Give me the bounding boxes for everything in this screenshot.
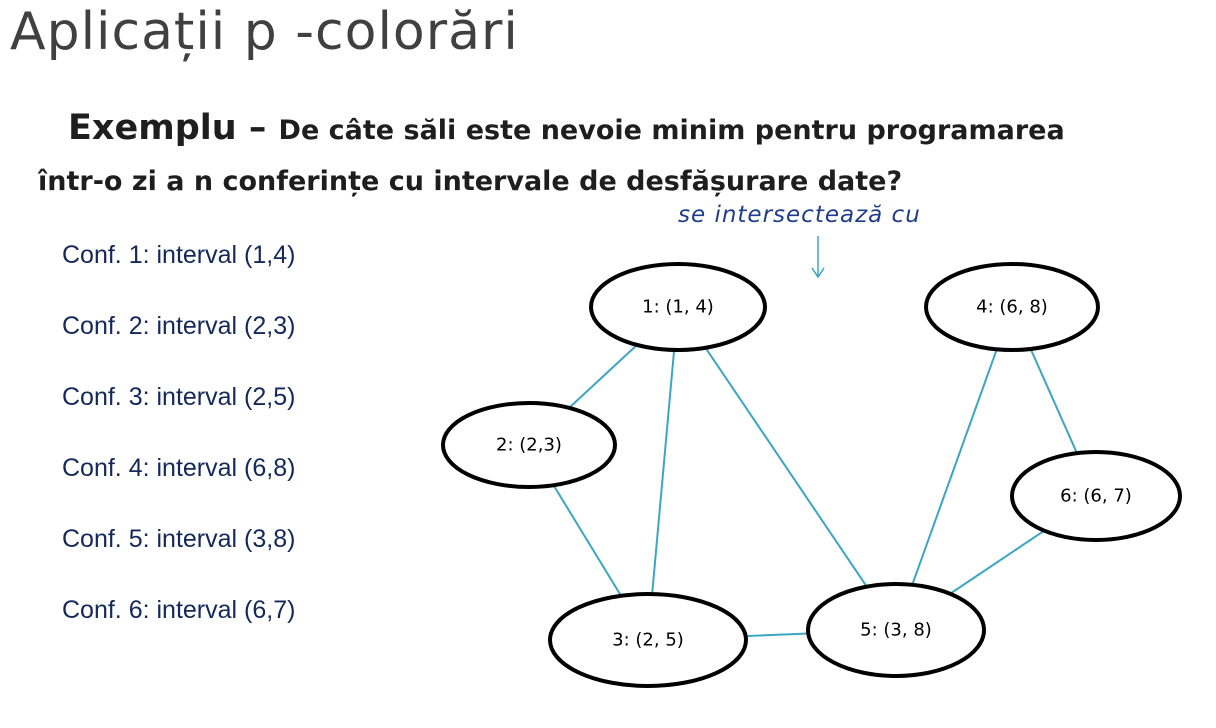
node-5-ellipse — [806, 582, 986, 678]
conference-item-5: Conf. 5: interval (3,8) — [62, 525, 296, 553]
edge-1-5 — [704, 347, 868, 588]
node-4-label: 4: (6, 8) — [976, 297, 1048, 318]
graph-nodes: 1: (1, 4) 2: (2,3) 3: (2, 5) 4: (6, 8) 5: (3… — [441, 262, 1182, 688]
node-6-ellipse — [1010, 450, 1182, 542]
graph-edges — [552, 344, 1078, 638]
node-1-label: 1: (1, 4) — [642, 297, 714, 318]
node-1-ellipse — [589, 262, 767, 352]
page-title: Aplicații p -colorări — [10, 2, 519, 62]
question-line-1: Exemplu – De câte săli este nevoie minim… — [38, 98, 1188, 164]
conference-item-1: Conf. 1: interval (1,4) — [62, 241, 296, 269]
conference-item-3: Conf. 3: interval (2,5) — [62, 383, 296, 411]
node-5-label: 5: (3, 8) — [860, 620, 932, 641]
edge-2-3 — [552, 484, 622, 597]
question-line-1-rest: De câte săli este nevoie minim pentru pr… — [278, 115, 1065, 146]
node-6-label: 6: (6, 7) — [1060, 486, 1132, 507]
question-prefix: Exemplu – — [68, 108, 279, 148]
edge-4-6 — [1029, 348, 1078, 454]
edge-meaning-annotation: se intersectează cu — [678, 202, 921, 228]
node-2-label: 2: (2,3) — [496, 435, 562, 456]
node-2-ellipse — [441, 401, 617, 489]
node-2: 2: (2,3) — [441, 401, 617, 489]
node-5: 5: (3, 8) — [806, 582, 986, 678]
conference-item-2: Conf. 2: interval (2,3) — [62, 312, 296, 340]
question-line-2: într-o zi a n conferințe cu intervale de… — [38, 166, 903, 197]
node-1: 1: (1, 4) — [589, 262, 767, 352]
node-3: 3: (2, 5) — [548, 592, 748, 688]
edge-1-2 — [568, 344, 638, 409]
question-text: Exemplu – De câte săli este nevoie minim… — [38, 98, 1188, 204]
node-3-label: 3: (2, 5) — [612, 630, 684, 651]
node-4: 4: (6, 8) — [924, 262, 1100, 352]
node-3-ellipse — [548, 592, 748, 688]
edge-4-5 — [911, 348, 998, 586]
annotation-arrow-head — [811, 267, 825, 279]
node-6: 6: (6, 7) — [1010, 450, 1182, 542]
edge-3-5 — [745, 632, 809, 638]
edge-5-6 — [949, 529, 1045, 595]
conference-item-6: Conf. 6: interval (6,7) — [62, 596, 296, 624]
conference-list: Conf. 1: interval (1,4) Conf. 2: interva… — [62, 228, 295, 654]
edge-1-3 — [651, 349, 676, 595]
node-4-ellipse — [924, 262, 1100, 352]
conference-item-4: Conf. 4: interval (6,8) — [62, 454, 296, 482]
